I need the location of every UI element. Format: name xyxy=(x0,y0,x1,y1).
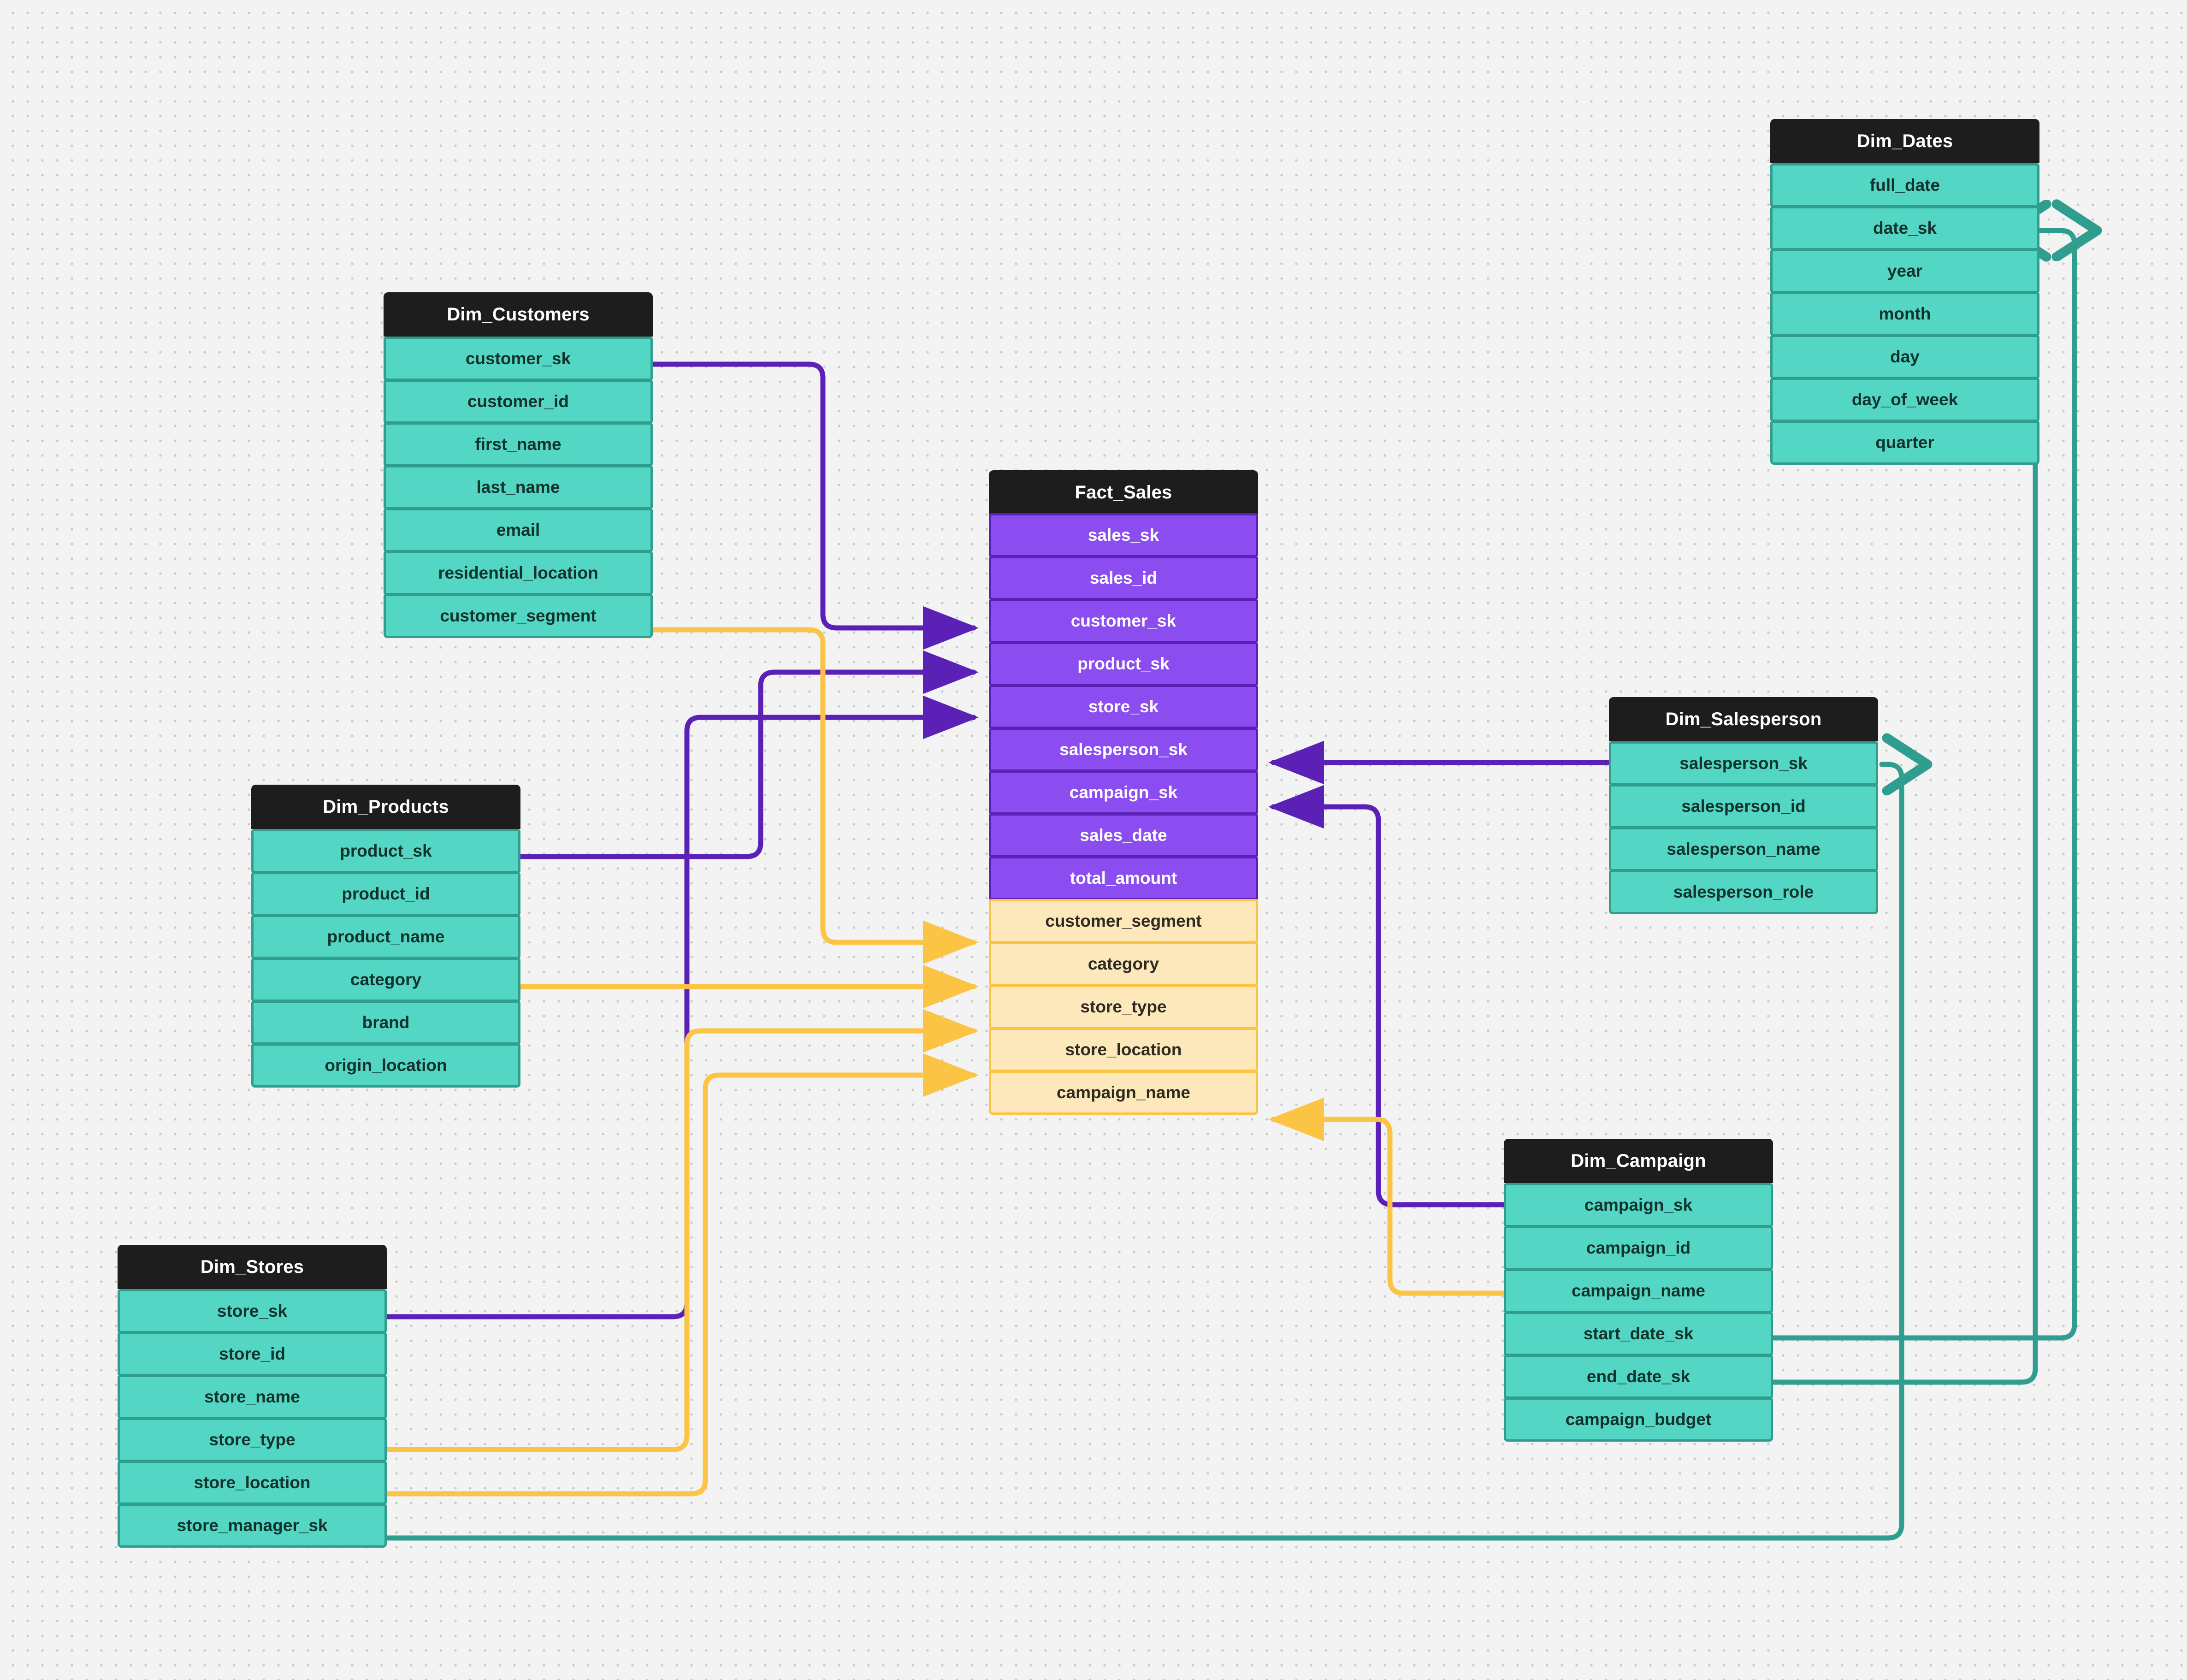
column-row-dim_salesperson-salesperson_name[interactable]: salesperson_name xyxy=(1609,827,1878,871)
column-row-dim_dates-quarter[interactable]: quarter xyxy=(1770,420,2039,465)
edge-campaign-sk-to-fact xyxy=(1268,785,1507,1207)
column-row-fact_sales-store_type[interactable]: store_type xyxy=(989,985,1258,1029)
column-row-dim_salesperson-salesperson_id[interactable]: salesperson_id xyxy=(1609,784,1878,828)
edge-customers-sk-to-fact xyxy=(650,361,979,650)
column-row-fact_sales-sales_sk[interactable]: sales_sk xyxy=(989,513,1258,557)
column-row-dim_products-origin_location[interactable]: origin_location xyxy=(251,1043,520,1088)
column-row-dim_dates-date_sk[interactable]: date_sk xyxy=(1770,206,2039,250)
column-row-dim_dates-full_date[interactable]: full_date xyxy=(1770,163,2039,207)
column-row-fact_sales-campaign_name[interactable]: campaign_name xyxy=(989,1071,1258,1115)
column-row-dim_customers-customer_id[interactable]: customer_id xyxy=(384,379,653,424)
table-title-dim_campaign: Dim_Campaign xyxy=(1504,1139,1773,1183)
column-row-dim_dates-year[interactable]: year xyxy=(1770,249,2039,293)
table-title-fact_sales: Fact_Sales xyxy=(989,470,1258,515)
column-row-dim_campaign-end_date_sk[interactable]: end_date_sk xyxy=(1504,1355,1773,1399)
table-title-dim_products: Dim_Products xyxy=(251,785,520,829)
column-row-dim_stores-store_id[interactable]: store_id xyxy=(118,1332,387,1376)
edge-stores-type-to-fact xyxy=(384,1009,979,1452)
column-row-dim_products-product_id[interactable]: product_id xyxy=(251,872,520,916)
column-row-dim_products-brand[interactable]: brand xyxy=(251,1000,520,1045)
column-row-dim_stores-store_type[interactable]: store_type xyxy=(118,1418,387,1462)
column-row-fact_sales-customer_sk[interactable]: customer_sk xyxy=(989,599,1258,643)
column-row-fact_sales-sales_id[interactable]: sales_id xyxy=(989,556,1258,600)
table-title-dim_stores: Dim_Stores xyxy=(118,1245,387,1289)
column-row-dim_campaign-campaign_name[interactable]: campaign_name xyxy=(1504,1269,1773,1313)
column-row-dim_dates-month[interactable]: month xyxy=(1770,292,2039,336)
edge-campaign-name-to-fact xyxy=(1268,1097,1507,1296)
table-title-dim_dates: Dim_Dates xyxy=(1770,119,2039,163)
column-row-dim_customers-residential_location[interactable]: residential_location xyxy=(384,551,653,595)
column-row-dim_customers-customer_sk[interactable]: customer_sk xyxy=(384,337,653,381)
column-row-fact_sales-category[interactable]: category xyxy=(989,942,1258,986)
edge-customers-segment-to-fact xyxy=(650,627,979,964)
column-row-dim_products-category[interactable]: category xyxy=(251,958,520,1002)
column-row-fact_sales-campaign_sk[interactable]: campaign_sk xyxy=(989,770,1258,815)
column-row-fact_sales-total_amount[interactable]: total_amount xyxy=(989,856,1258,900)
column-row-dim_stores-store_location[interactable]: store_location xyxy=(118,1461,387,1505)
column-row-dim_stores-store_name[interactable]: store_name xyxy=(118,1375,387,1419)
column-row-dim_campaign-start_date_sk[interactable]: start_date_sk xyxy=(1504,1312,1773,1356)
column-row-dim_campaign-campaign_sk[interactable]: campaign_sk xyxy=(1504,1183,1773,1227)
column-row-dim_salesperson-salesperson_role[interactable]: salesperson_role xyxy=(1609,870,1878,914)
column-row-dim_stores-store_manager_sk[interactable]: store_manager_sk xyxy=(118,1503,387,1548)
column-row-dim_customers-first_name[interactable]: first_name xyxy=(384,422,653,467)
edge-stores-location-to-fact xyxy=(384,1053,979,1497)
column-row-dim_dates-day_of_week[interactable]: day_of_week xyxy=(1770,378,2039,422)
table-title-dim_salesperson: Dim_Salesperson xyxy=(1609,697,1878,741)
column-row-fact_sales-salesperson_sk[interactable]: salesperson_sk xyxy=(989,728,1258,772)
column-row-fact_sales-product_sk[interactable]: product_sk xyxy=(989,642,1258,686)
column-row-fact_sales-customer_segment[interactable]: customer_segment xyxy=(989,899,1258,943)
column-row-fact_sales-store_sk[interactable]: store_sk xyxy=(989,685,1258,729)
table-title-dim_customers: Dim_Customers xyxy=(384,292,653,337)
column-row-dim_salesperson-salesperson_sk[interactable]: salesperson_sk xyxy=(1609,741,1878,786)
column-row-dim_products-product_sk[interactable]: product_sk xyxy=(251,829,520,873)
column-row-fact_sales-store_location[interactable]: store_location xyxy=(989,1028,1258,1072)
edge-products-sk-to-fact xyxy=(518,650,979,859)
column-row-dim_customers-email[interactable]: email xyxy=(384,508,653,552)
column-row-dim_campaign-campaign_id[interactable]: campaign_id xyxy=(1504,1226,1773,1270)
column-row-dim_dates-day[interactable]: day xyxy=(1770,335,2039,379)
column-row-dim_customers-last_name[interactable]: last_name xyxy=(384,465,653,509)
column-row-dim_campaign-campaign_budget[interactable]: campaign_budget xyxy=(1504,1397,1773,1442)
column-row-dim_customers-customer_segment[interactable]: customer_segment xyxy=(384,594,653,638)
column-row-dim_products-product_name[interactable]: product_name xyxy=(251,915,520,959)
column-row-dim_stores-store_sk[interactable]: store_sk xyxy=(118,1289,387,1333)
column-row-fact_sales-sales_date[interactable]: sales_date xyxy=(989,813,1258,858)
